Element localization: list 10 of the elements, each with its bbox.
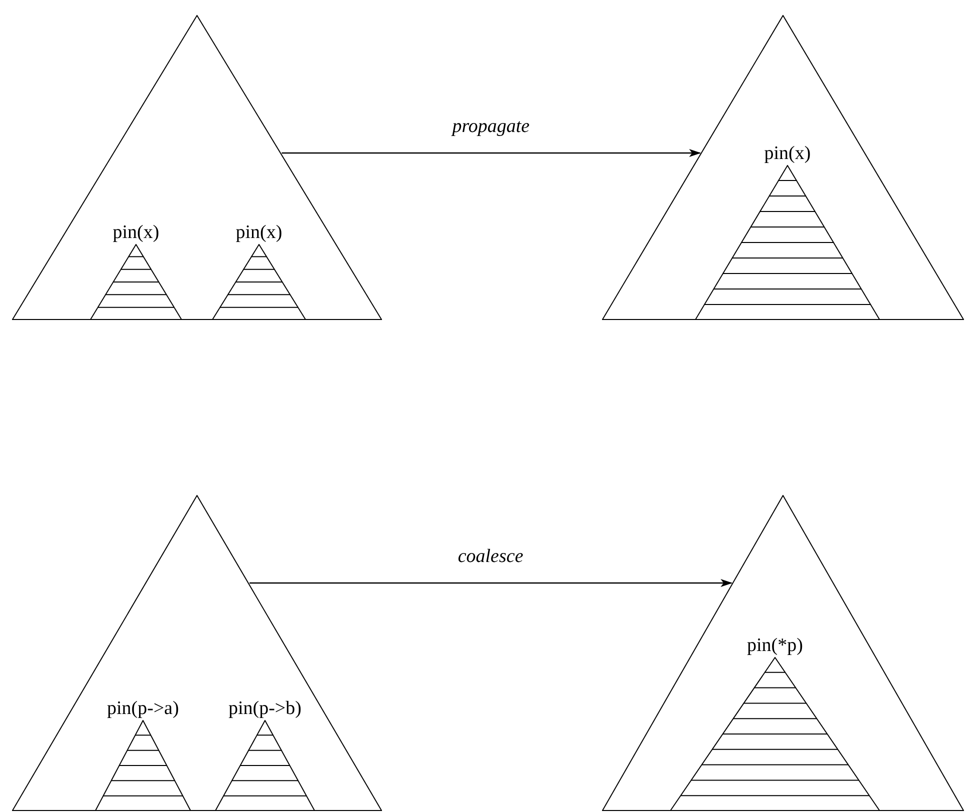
node-label: pin(x) [112,222,160,244]
arrow [282,149,702,157]
edge-label: coalesce [458,545,524,569]
node-label: pin(x) [763,143,812,165]
edge-label: propagate [452,115,530,139]
node-label: pin(p->b) [228,698,302,720]
node-label: pin(*p) [746,635,804,657]
node-label: pin(x) [234,222,284,244]
node-label: pin(p->a) [106,698,180,720]
arrow [250,579,733,587]
